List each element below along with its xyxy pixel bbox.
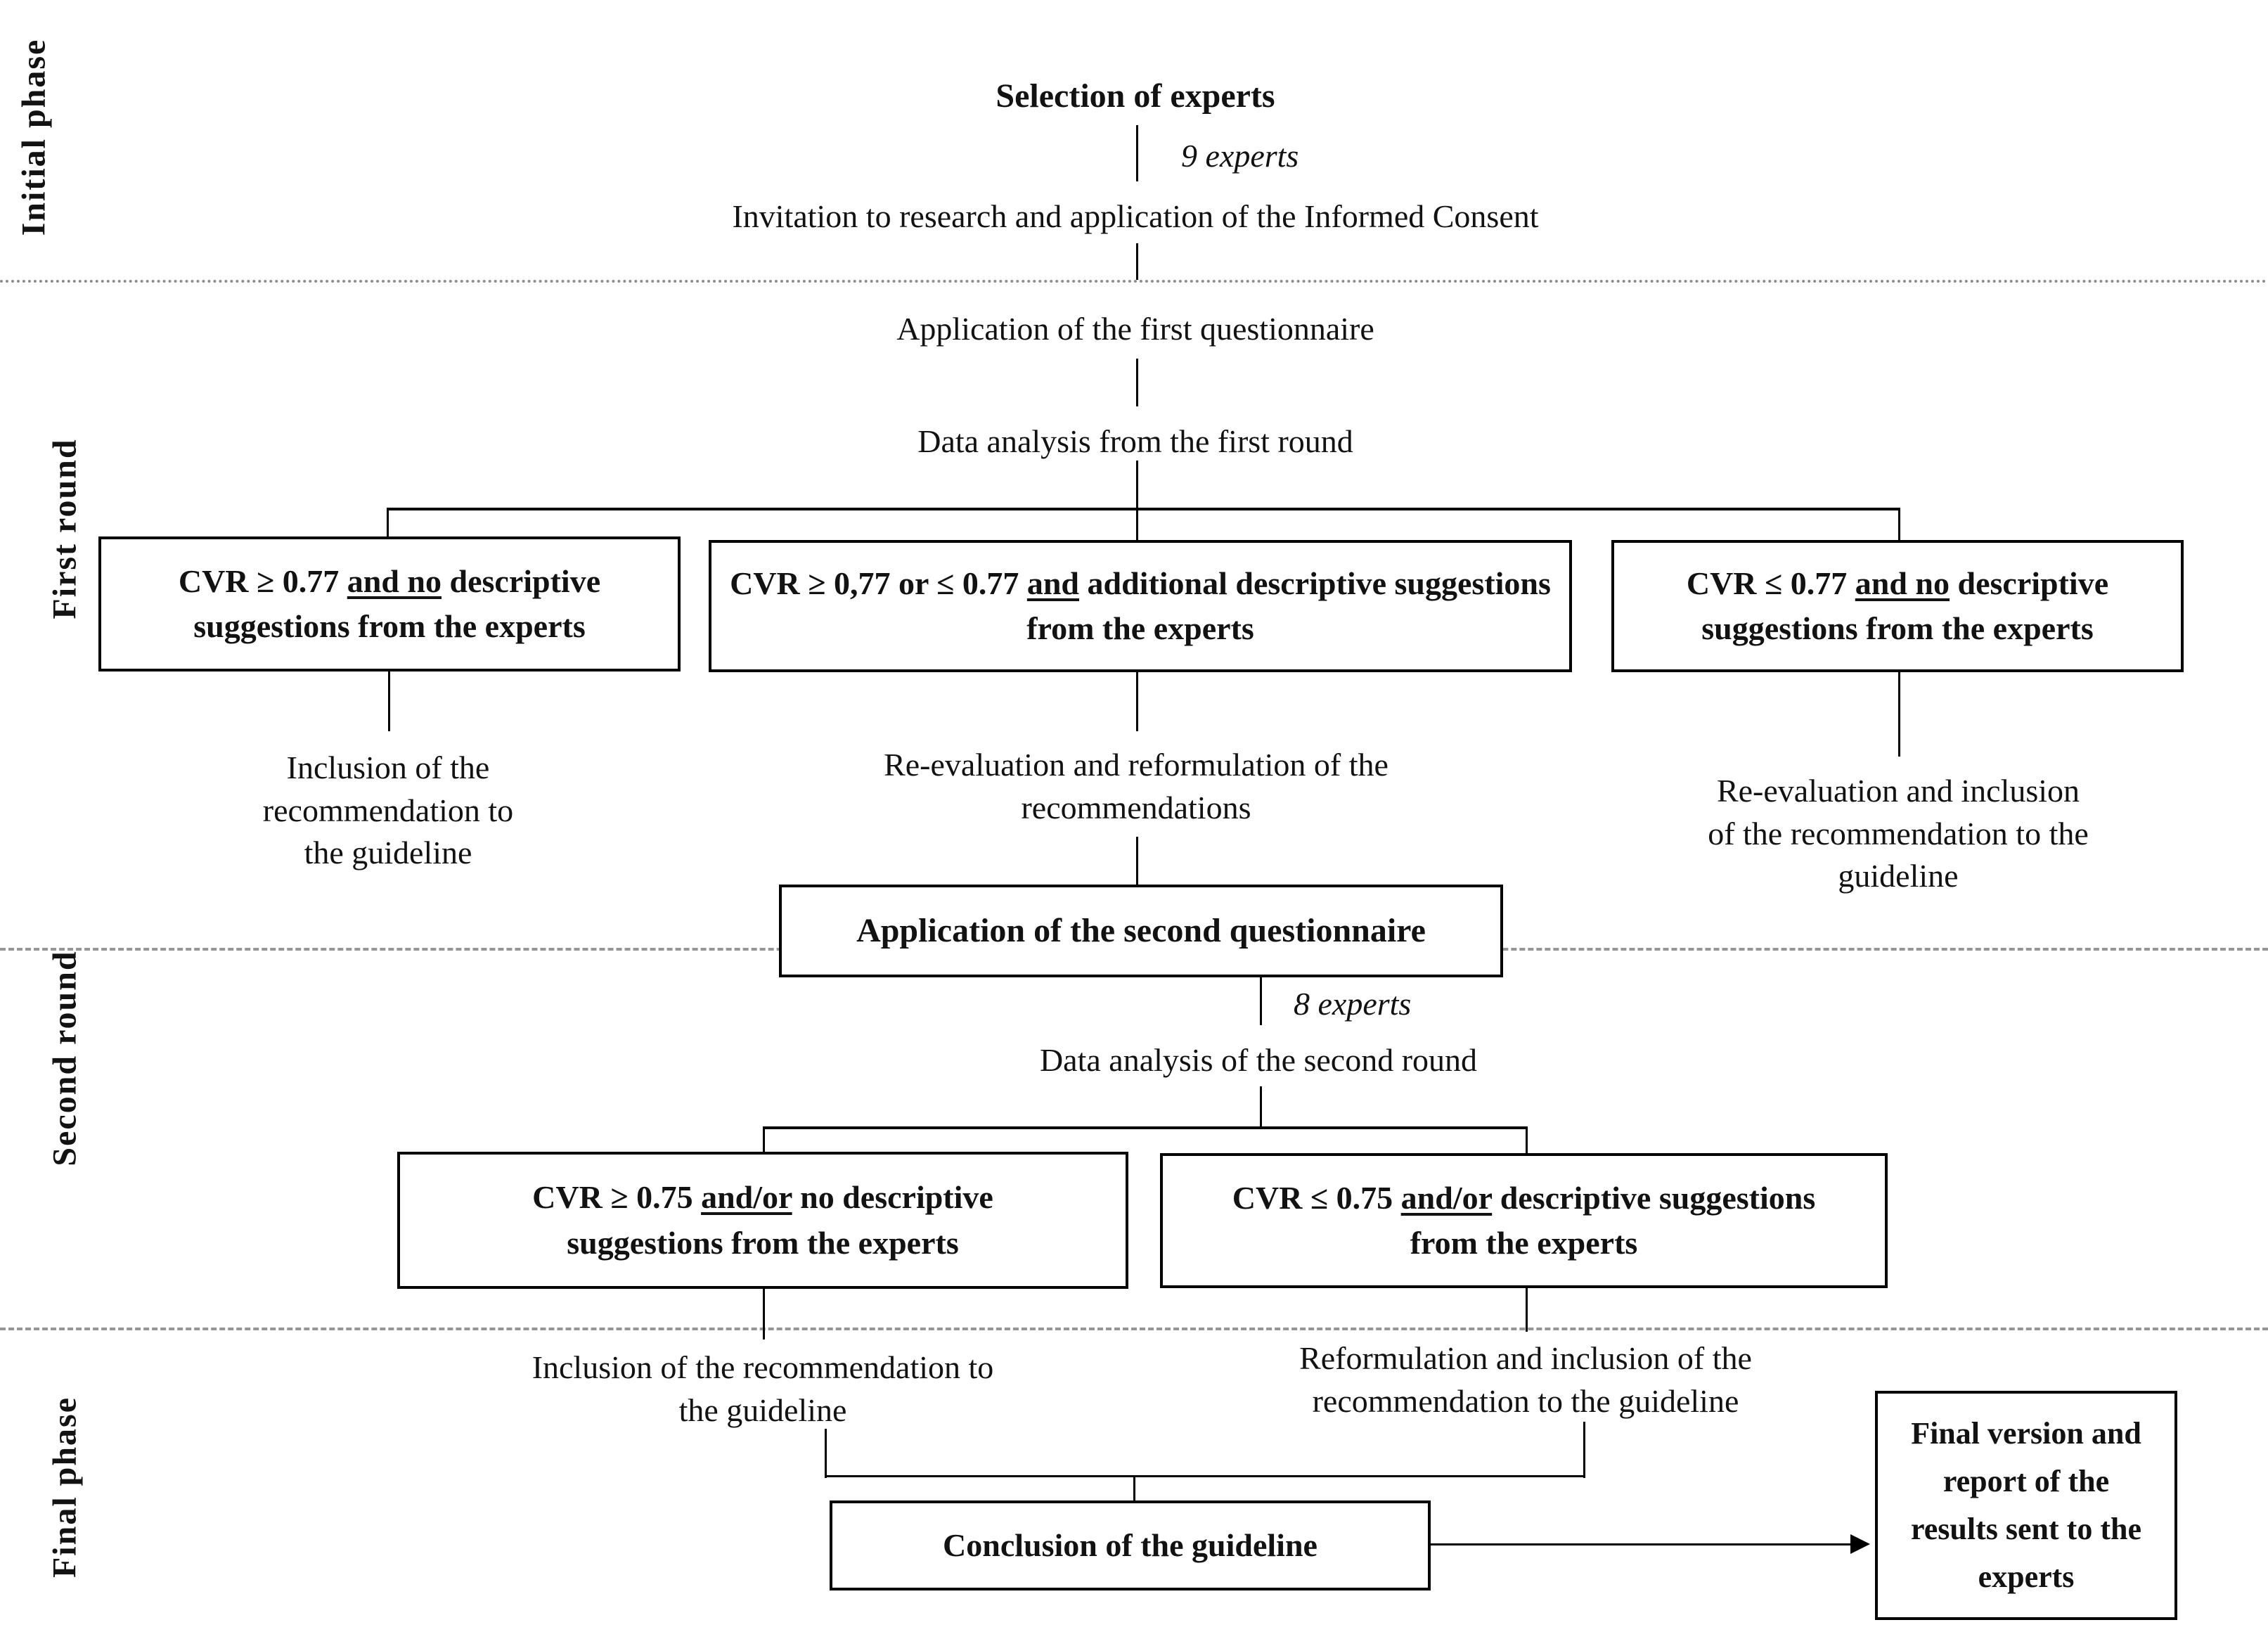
connector-analysis1-to-branch (1136, 461, 1138, 510)
connector-c2-to-outcome (1526, 1288, 1528, 1332)
phase-label-initial: Initial phase (15, 38, 53, 236)
branch-line-round1 (387, 508, 1900, 510)
criteria-pre: CVR ≥ 0.77 (178, 563, 347, 599)
criteria-underlined: and no (347, 563, 442, 599)
branch-line-round2 (763, 1126, 1528, 1129)
criteria-box-round2-right: CVR ≤ 0.75 and/or descriptive suggestion… (1160, 1153, 1888, 1288)
merge-stub-right (1583, 1422, 1585, 1478)
criteria-box-round1-left: CVR ≥ 0.77 and no descriptive suggestion… (98, 536, 681, 671)
criteria-pre: CVR ≤ 0.77 (1686, 565, 1855, 601)
experts-count-second: 8 experts (1294, 986, 1412, 1022)
connector-box2-to-outcome2 (1136, 672, 1138, 731)
final-report-text: Final version and report of the results … (1911, 1410, 2141, 1602)
criteria-pre: CVR ≥ 0.75 (532, 1179, 702, 1216)
connector-questionnaire2-to-analysis2 (1260, 977, 1262, 1025)
final-report-line: Final version and (1911, 1415, 2141, 1451)
second-questionnaire-text: Application of the second questionnaire (856, 912, 1426, 950)
branch-stub-left-round1 (387, 508, 389, 539)
outcome-round1-middle: Re-evaluation and reformulation of the r… (884, 747, 1388, 825)
connector-c1-to-outcome (763, 1289, 765, 1339)
criteria-underlined: and/or (1400, 1179, 1493, 1216)
branch-stub-mid-round1 (1136, 508, 1138, 541)
criteria-post: no descriptive suggestions from the expe… (567, 1179, 993, 1261)
criteria-text: CVR ≥ 0.77 and no descriptive suggestion… (118, 559, 661, 650)
merge-stub-center (1133, 1475, 1135, 1502)
outcome-round2-left: Inclusion of the recommendation to the g… (531, 1349, 994, 1428)
criteria-box-round1-right: CVR ≤ 0.77 and no descriptive suggestion… (1611, 540, 2184, 672)
final-report-line: report of the (1942, 1463, 2110, 1498)
criteria-underlined: and (1026, 565, 1079, 601)
conclusion-box: Conclusion of the guideline (830, 1500, 1431, 1590)
criteria-text: CVR ≥ 0,77 or ≤ 0.77 and additional desc… (728, 561, 1552, 652)
criteria-pre: CVR ≥ 0,77 or ≤ 0.77 (730, 565, 1027, 601)
merge-line (825, 1475, 1585, 1477)
branch-stub-left-round2 (763, 1126, 765, 1155)
outcome-round1-left: Inclusion of the recommendation to the g… (262, 750, 514, 871)
criteria-text: CVR ≤ 0.75 and/or descriptive suggestion… (1198, 1176, 1850, 1266)
conclusion-text: Conclusion of the guideline (943, 1526, 1317, 1563)
connector-invitation-to-round1 (1136, 243, 1138, 280)
criteria-text: CVR ≥ 0.75 and/or no descriptive suggest… (456, 1175, 1069, 1266)
phase-label-second-round: Second round (46, 950, 84, 1166)
selection-of-experts-title: Selection of experts (996, 77, 1275, 115)
branch-stub-right-round2 (1526, 1126, 1528, 1156)
connector-outcome2-to-questionnaire2 (1136, 837, 1138, 886)
final-report-line: experts (1978, 1560, 2075, 1595)
criteria-underlined: and no (1855, 565, 1950, 601)
final-report-line: results sent to the (1911, 1512, 2141, 1546)
arrow-right-icon (1850, 1534, 1870, 1554)
merge-stub-left (825, 1429, 827, 1478)
criteria-box-round1-middle: CVR ≥ 0,77 or ≤ 0.77 and additional desc… (709, 540, 1572, 672)
invitation-text: Invitation to research and application o… (732, 198, 1539, 234)
connector-analysis2-to-branch (1260, 1086, 1262, 1129)
first-questionnaire-text: Application of the first questionnaire (896, 311, 1374, 347)
connector-selection-to-invitation (1136, 125, 1138, 181)
experts-count-first: 9 experts (1181, 138, 1299, 174)
second-questionnaire-box: Application of the second questionnaire (779, 885, 1503, 977)
phase-separator-1 (0, 280, 2268, 283)
phase-separator-3 (0, 1328, 2268, 1330)
outcome-round1-right: Re-evaluation and inclusion of the recom… (1708, 773, 2089, 894)
outcome-round2-right: Reformulation and inclusion of the recom… (1299, 1340, 1752, 1419)
criteria-box-round2-left: CVR ≥ 0.75 and/or no descriptive suggest… (397, 1152, 1128, 1289)
second-analysis-text: Data analysis of the second round (1039, 1042, 1478, 1078)
connector-questionnaire1-to-analysis1 (1136, 359, 1138, 406)
final-report-box: Final version and report of the results … (1875, 1391, 2177, 1620)
branch-stub-right-round1 (1898, 508, 1900, 541)
criteria-pre: CVR ≤ 0.75 (1232, 1179, 1401, 1216)
arrow-line-to-final-box (1431, 1543, 1853, 1545)
connector-box3-to-outcome3 (1898, 672, 1900, 757)
criteria-post: additional descriptive suggestions from … (1026, 565, 1551, 646)
connector-box1-to-outcome1 (388, 671, 390, 731)
criteria-post: descriptive suggestions from the experts (193, 563, 601, 644)
phase-label-first-round: First round (46, 438, 84, 619)
criteria-post: descriptive suggestions from the experts (1410, 1179, 1816, 1261)
first-analysis-text: Data analysis from the first round (917, 423, 1353, 459)
criteria-post: descriptive suggestions from the experts (1701, 565, 2109, 646)
phase-label-final: Final phase (46, 1396, 84, 1579)
criteria-text: CVR ≤ 0.77 and no descriptive suggestion… (1628, 561, 2167, 652)
criteria-underlined: and/or (701, 1179, 792, 1216)
